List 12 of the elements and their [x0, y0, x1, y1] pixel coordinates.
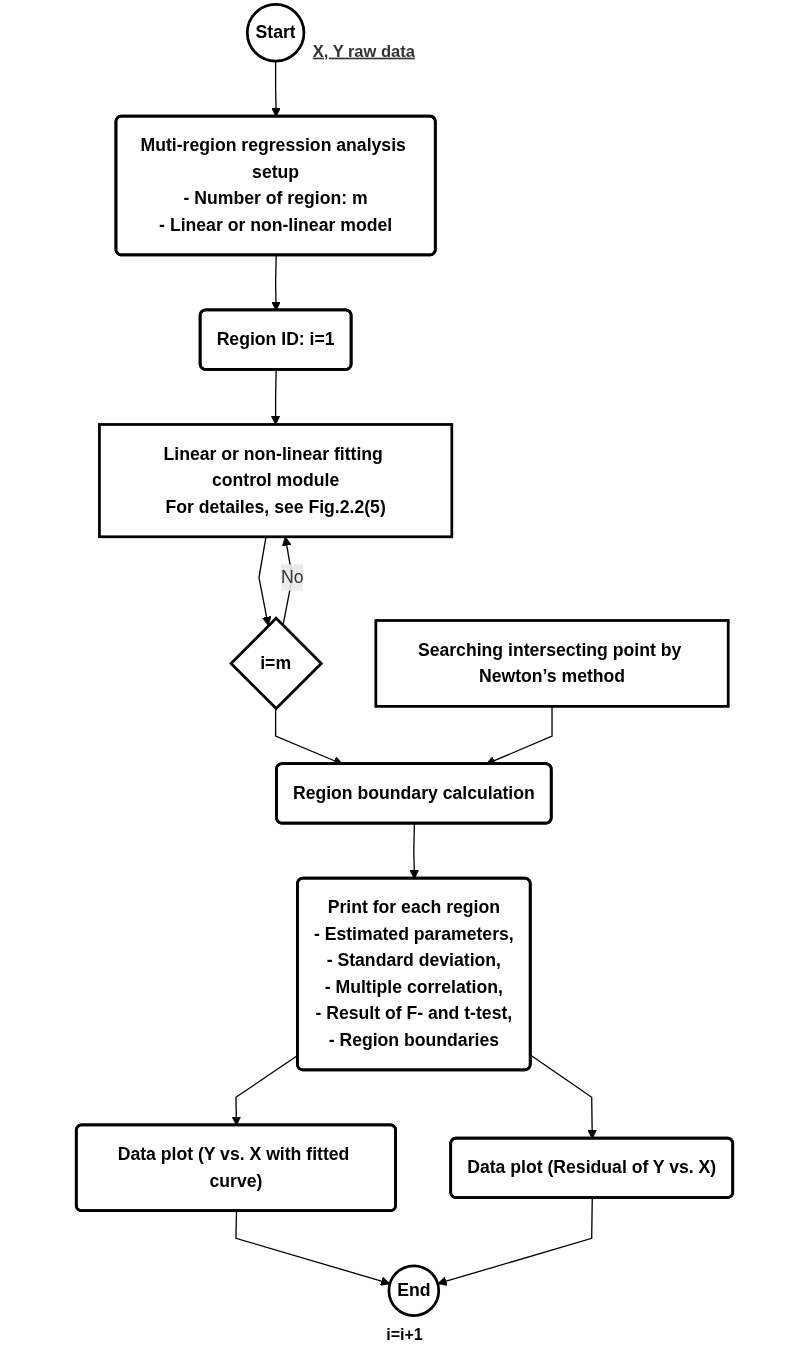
note-text: i=i+1 [386, 1326, 423, 1343]
input-note: X, Y raw data [312, 41, 415, 60]
arrow [270, 369, 281, 425]
arrow [437, 1197, 593, 1286]
node-circle: End [387, 1264, 441, 1317]
node-box: Searching intersecting point by Newton’s method [374, 619, 730, 708]
node-box: Linear or non-linear fitting control module For detailes, see Fig.2.2(5) [98, 423, 454, 539]
edge-label: No [281, 567, 304, 587]
node-circle: Start [245, 3, 306, 63]
arrow [258, 536, 272, 627]
arrow [235, 1210, 391, 1286]
node-diamond: i=m [229, 616, 324, 711]
